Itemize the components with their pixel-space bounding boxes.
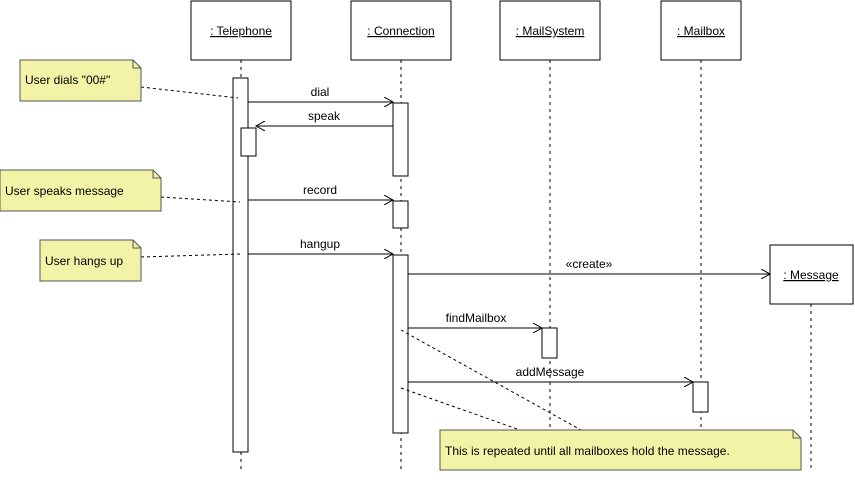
object-mailsystem-label: : MailSystem xyxy=(516,24,585,38)
activation-telephone-speak xyxy=(240,127,257,157)
object-mailsystem[interactable]: : MailSystem xyxy=(499,0,601,61)
message-addmessage-label: addMessage xyxy=(516,365,585,379)
note-connector-speaks xyxy=(160,196,241,203)
activation-connection-hangup xyxy=(392,254,409,434)
object-connection[interactable]: : Connection xyxy=(350,0,452,61)
note-connector-dials xyxy=(140,86,239,99)
object-telephone-label: : Telephone xyxy=(210,24,272,38)
note-connector-hangs xyxy=(140,253,241,258)
object-mailbox-label: : Mailbox xyxy=(677,24,725,38)
object-message[interactable]: : Message xyxy=(769,244,854,305)
activation-telephone xyxy=(232,77,249,453)
note-repeat: This is repeated until all mailboxes hol… xyxy=(439,429,802,471)
object-telephone[interactable]: : Telephone xyxy=(190,0,292,61)
note-user-dials: User dials "00#" xyxy=(19,59,142,102)
activation-connection-record xyxy=(392,200,409,229)
note-user-hangs-up: User hangs up xyxy=(39,239,142,282)
activation-mailsystem xyxy=(541,327,558,359)
note-user-speaks-text: User speaks message xyxy=(5,184,124,198)
activation-connection-dial xyxy=(392,102,409,177)
message-record-label: record xyxy=(303,183,337,197)
object-connection-label: : Connection xyxy=(367,24,434,38)
note-user-hangs-up-text: User hangs up xyxy=(45,254,123,268)
message-findmailbox-label: findMailbox xyxy=(446,311,507,325)
note-connector-repeat-1 xyxy=(400,329,582,431)
message-create-label: «create» xyxy=(566,257,613,271)
note-user-speaks: User speaks message xyxy=(0,169,162,212)
message-dial-label: dial xyxy=(311,85,330,99)
activation-mailbox xyxy=(692,381,709,413)
object-message-label: : Message xyxy=(783,268,839,282)
message-speak-label: speak xyxy=(308,109,341,123)
object-mailbox[interactable]: : Mailbox xyxy=(660,0,742,61)
note-user-dials-text: User dials "00#" xyxy=(25,73,110,87)
note-connector-repeat-2 xyxy=(400,387,521,431)
note-repeat-text: This is repeated until all mailboxes hol… xyxy=(445,444,730,458)
message-hangup-label: hangup xyxy=(300,237,340,251)
